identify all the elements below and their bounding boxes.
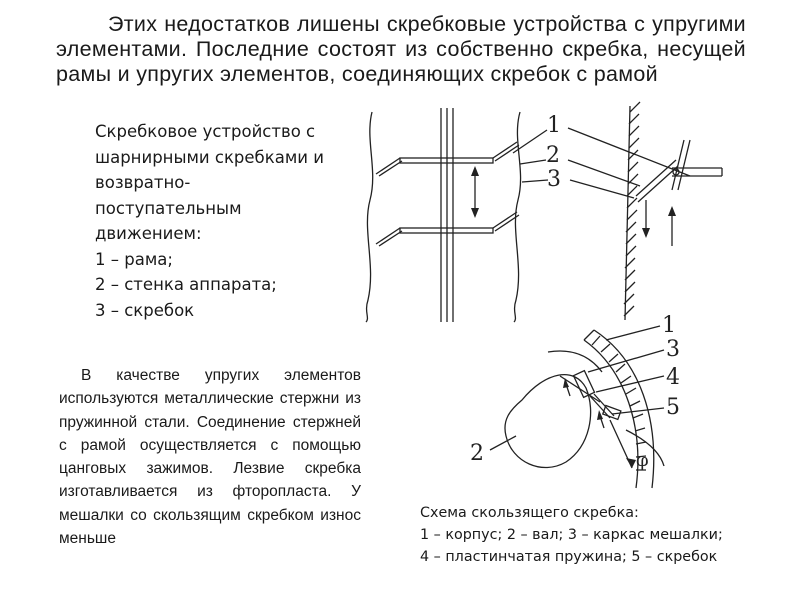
angle-phi-label: φ <box>636 450 649 471</box>
fig1-label-2: 2 <box>546 143 560 168</box>
fig2-label-3: 3 <box>666 337 680 362</box>
caption-line: шарнирными скребками и <box>95 147 324 167</box>
elastic-elements-paragraph: В качестве упругих элементов используютс… <box>59 367 361 548</box>
fig2-label-5: 5 <box>666 395 680 420</box>
caption-line: поступательным <box>95 198 242 218</box>
sliding-scraper-diagram: 1 3 4 5 2 φ <box>470 313 680 489</box>
fig1-label-3: 3 <box>547 167 561 192</box>
caption-line: 1 – корпус; 2 – вал; 3 – каркас мешалки; <box>420 527 723 543</box>
intro-paragraph: Этих недостатков лишены скребковые устро… <box>56 12 746 86</box>
caption-line: возвратно- <box>95 173 191 192</box>
fig2-label-4: 4 <box>666 365 680 390</box>
fig1-label-1: 1 <box>547 113 561 138</box>
figure1-caption: Скребковое устройство с шарнирными скреб… <box>95 119 370 323</box>
caption-line: 4 – пластинчатая пружина; 5 – скребок <box>420 549 718 565</box>
caption-line: движением: <box>95 224 202 243</box>
caption-line: Схема скользящего скребка: <box>420 505 639 521</box>
figure2-caption: Схема скользящего скребка: 1 – корпус; 2… <box>420 502 800 568</box>
scraper-device-diagram: 1 2 3 <box>365 101 723 323</box>
fig2-label-2: 2 <box>470 441 484 466</box>
fig2-label-1: 1 <box>662 313 676 338</box>
caption-line: Скребковое устройство с <box>95 122 316 141</box>
caption-line: 1 – рама; <box>95 249 173 269</box>
caption-line: 2 – стенка аппарата; <box>95 275 277 294</box>
caption-line: 3 – скребок <box>95 300 195 320</box>
